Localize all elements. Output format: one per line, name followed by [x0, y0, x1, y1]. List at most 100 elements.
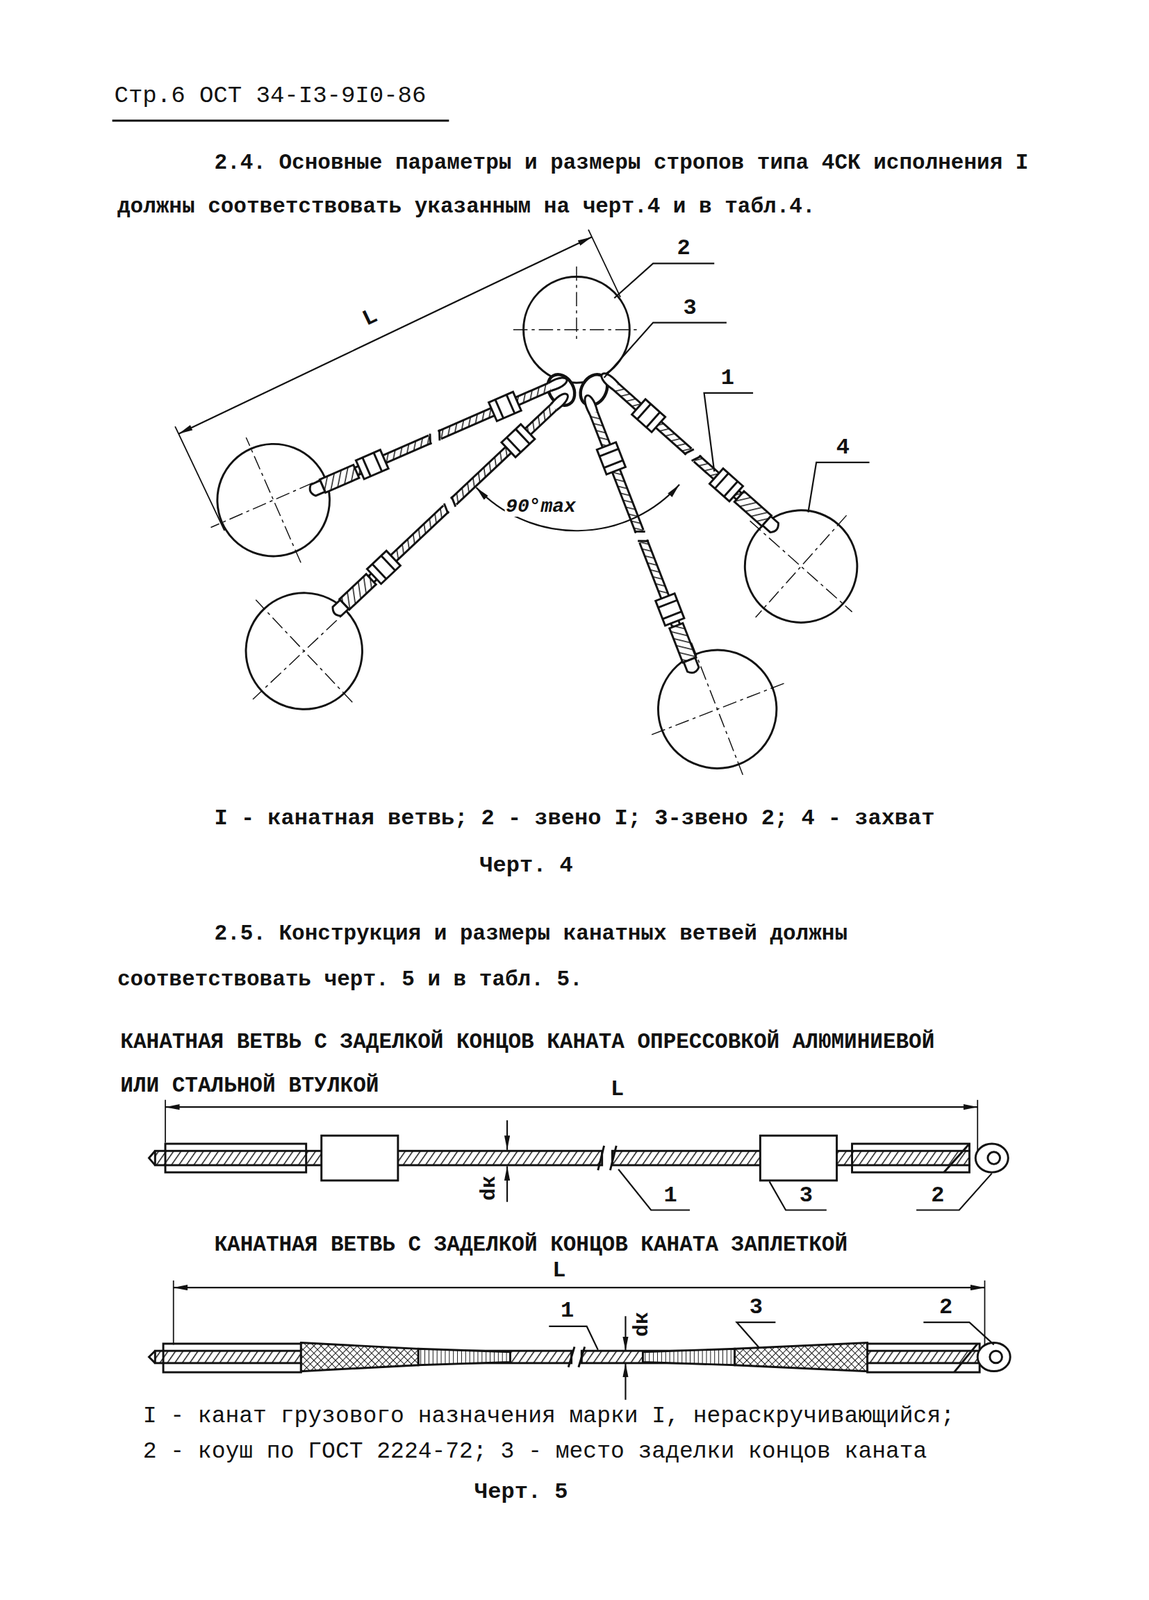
rope-leg: [637, 537, 649, 546]
rope-leg: [634, 527, 646, 536]
rope-leg: [598, 370, 619, 391]
dimension-line: [624, 1316, 626, 1400]
rope-leg: [306, 370, 572, 501]
paragraph: 2.5. Конструкция и размеры канатных ветв…: [117, 911, 1036, 1004]
dimension-line: [173, 1287, 986, 1289]
grip-ring: [199, 426, 348, 575]
figure-heading: КАНАТНАЯ ВЕТВЬ С ЗАДЕЛКОЙ КОНЦОВ КАНАТА …: [213, 1232, 848, 1259]
grip-ring: [704, 470, 898, 664]
link-ring: [575, 266, 577, 341]
leader-line: [604, 323, 727, 378]
leader-line: [807, 462, 870, 513]
rope-branch-spliced: [418, 1349, 510, 1366]
rope-branch-pressed: [598, 1146, 605, 1171]
rope-branch-pressed: [944, 1144, 970, 1173]
rope-leg: [501, 424, 535, 458]
grip-ring: [625, 616, 810, 802]
dimension-label: dк: [631, 1310, 653, 1339]
dimension-label: L: [609, 1078, 626, 1102]
dimension-line: [976, 1100, 979, 1154]
rope-leg: [577, 391, 704, 676]
rope-branch-spliced: [568, 1346, 575, 1368]
dimension-line: [175, 426, 225, 531]
rope-leg: [669, 623, 697, 663]
callout-number: 2: [929, 1185, 946, 1208]
rope-leg: [548, 375, 569, 392]
rope-leg: [684, 446, 702, 465]
rope-leg: [582, 393, 599, 415]
rope-leg: [435, 430, 444, 442]
rope-branch-pressed: [759, 1135, 837, 1181]
rope-branch-pressed: [321, 1135, 399, 1181]
dimension-line: [172, 1280, 175, 1346]
callout-number: 2: [675, 237, 692, 260]
grip-ring: [650, 683, 785, 735]
rope-leg: [596, 442, 626, 475]
rope-branch-pressed: [987, 1152, 1001, 1165]
rope-branch-pressed: [609, 1146, 617, 1171]
grip-ring: [245, 437, 301, 563]
leader-line: [604, 263, 870, 512]
rope-branch-pressed: [852, 1144, 970, 1173]
rope-leg: [632, 399, 666, 433]
figure-heading: КАНАТНАЯ ВЕТВЬ С ЗАДЕЛКОЙ КОНЦОВ КАНАТА …: [120, 1020, 967, 1109]
rope-branch-spliced: [734, 1342, 868, 1372]
rope-leg: [655, 593, 685, 626]
grip-ring: [183, 410, 364, 591]
leader-line: [614, 263, 715, 299]
rope-leg: [441, 503, 451, 515]
callout-number: 1: [719, 367, 736, 390]
grip-ring: [640, 632, 794, 786]
dimension-line: [984, 1280, 986, 1350]
link-ring: [513, 329, 640, 330]
rope-branch-spliced: [642, 1349, 735, 1366]
rope-branch-spliced: [578, 1346, 585, 1368]
link-ring: [513, 266, 640, 383]
leader-line: [618, 1169, 993, 1211]
leader-line: [618, 1169, 690, 1211]
rope-branch-pressed: [975, 1144, 1008, 1173]
dimension-line: [506, 1166, 508, 1202]
rope-leg: [489, 391, 522, 421]
rope-branch-pressed: [148, 1151, 155, 1166]
angle-arc: [476, 484, 680, 531]
leader-line: [769, 1181, 827, 1211]
leader-line: [548, 1322, 994, 1351]
angle-label: 90°max: [504, 497, 578, 517]
callout-number: 1: [559, 1300, 576, 1323]
leader-line: [548, 1326, 599, 1351]
callout-number: 4: [835, 436, 851, 460]
rope-leg: [355, 450, 389, 480]
grip-ring: [255, 600, 353, 704]
dimension-line: [624, 1316, 626, 1352]
rope-branch-pressed: [165, 1144, 307, 1173]
dimension-line: [165, 1106, 978, 1109]
rope-branch-spliced: [148, 1280, 1011, 1401]
rope-branch-spliced: [989, 1351, 1003, 1364]
leader-line: [923, 1322, 994, 1345]
grip-ring: [204, 551, 404, 751]
rope-leg: [684, 446, 694, 458]
callout-number: 3: [798, 1185, 815, 1208]
callout-number: 1: [662, 1185, 679, 1208]
dimension-line: [506, 1120, 508, 1203]
rope-branch-spliced: [163, 1344, 301, 1373]
rope-leg: [762, 516, 781, 535]
dimension-line: [164, 1100, 167, 1144]
grip-ring: [221, 568, 387, 734]
rope-leg: [550, 391, 571, 411]
rope-branch-spliced: [953, 1344, 978, 1373]
rope-leg: [683, 657, 700, 675]
figure-legend: I - канатная ветвь; 2 - звено I; 3-звено…: [213, 805, 935, 833]
rope-branch-spliced: [867, 1344, 981, 1373]
rope-branch-pressed: [148, 1100, 1008, 1211]
callout-number: 3: [748, 1296, 765, 1320]
dimension-label: L: [358, 304, 383, 333]
dimension-line: [624, 1363, 626, 1401]
callout-number: 3: [681, 297, 698, 320]
dimension-label: dк: [478, 1174, 500, 1203]
rope-branch-spliced: [148, 1351, 155, 1364]
rope-leg: [448, 496, 459, 508]
